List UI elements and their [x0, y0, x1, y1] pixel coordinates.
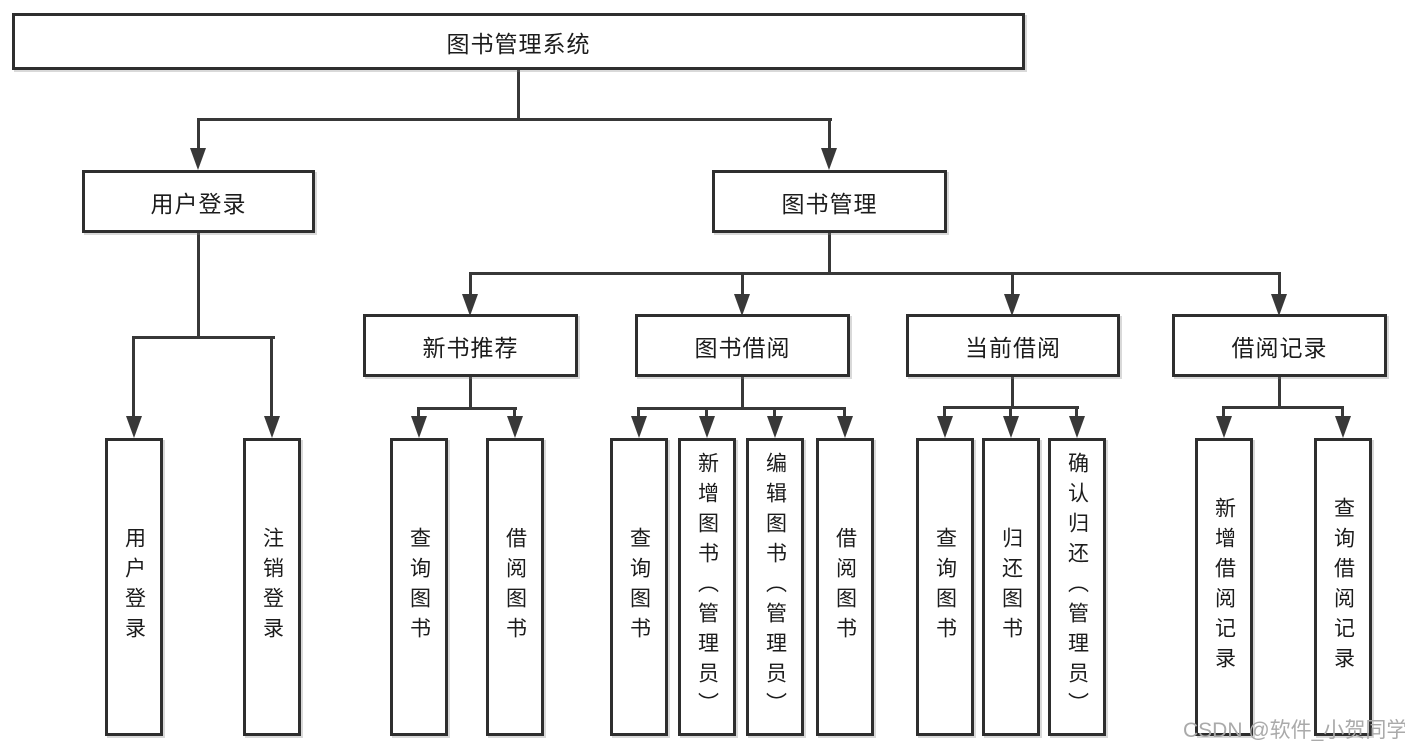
node-label: 当前借阅 — [965, 334, 1061, 361]
arrow-down-icon — [507, 416, 523, 438]
arrow-down-icon — [1335, 416, 1351, 438]
arrow-down-icon — [937, 416, 953, 438]
node-label: 借阅记录 — [1231, 334, 1328, 361]
connector-line — [741, 272, 744, 298]
node-book-borrowing: 图书借阅 — [635, 314, 850, 377]
connector-line — [469, 272, 472, 298]
connector-line — [1278, 272, 1281, 298]
node-label: 编辑图书（管理员） — [763, 452, 787, 722]
connector-line — [132, 336, 275, 339]
arrow-down-icon — [821, 148, 837, 170]
node-label: 注销登录 — [260, 527, 284, 647]
node-label: 新书推荐 — [422, 334, 519, 361]
connector-line — [1341, 406, 1344, 420]
arrow-down-icon — [1004, 294, 1020, 316]
connector-line — [1011, 377, 1014, 409]
connector-line — [469, 272, 1281, 275]
arrow-down-icon — [462, 294, 478, 316]
connector-line — [843, 407, 846, 420]
arrow-down-icon — [1003, 416, 1019, 438]
node-label: 查询借阅记录 — [1331, 497, 1355, 677]
node-label: 用户登录 — [122, 527, 146, 647]
leaf-user-login: 用户登录 — [105, 438, 163, 736]
node-label: 借阅图书 — [833, 527, 857, 647]
node-label: 查询图书 — [933, 527, 957, 647]
connector-line — [197, 118, 832, 121]
arrow-down-icon — [1216, 416, 1232, 438]
connector-line — [417, 407, 517, 410]
connector-line — [828, 233, 831, 275]
connector-line — [132, 336, 135, 420]
node-user-login: 用户登录 — [82, 170, 315, 233]
connector-line — [637, 407, 846, 410]
connector-line — [1075, 406, 1078, 420]
node-book-management: 图书管理 — [712, 170, 947, 233]
node-label: 归还图书 — [999, 527, 1023, 647]
node-new-book-recommendation: 新书推荐 — [363, 314, 578, 377]
node-label: 新增图书（管理员） — [695, 452, 719, 722]
leaf-confirm-return-admin: 确认归还（管理员） — [1048, 438, 1106, 736]
arrow-down-icon — [264, 416, 280, 438]
leaf-return-books: 归还图书 — [982, 438, 1040, 736]
node-current-borrowing: 当前借阅 — [906, 314, 1120, 377]
connector-line — [270, 336, 273, 420]
node-label: 图书管理 — [781, 190, 878, 217]
arrow-down-icon — [126, 416, 142, 438]
arrow-down-icon — [190, 148, 206, 170]
connector-line — [1222, 406, 1225, 420]
arrow-down-icon — [767, 416, 783, 438]
watermark: CSDN @软件_小贺同学 — [1183, 719, 1405, 742]
connector-line — [1009, 406, 1012, 420]
arrow-down-icon — [699, 416, 715, 438]
arrow-down-icon — [837, 416, 853, 438]
connector-line — [513, 407, 516, 420]
arrow-down-icon — [631, 416, 647, 438]
node-label: 图书管理系统 — [446, 30, 591, 57]
node-label: 新增借阅记录 — [1212, 497, 1236, 677]
node-library-system: 图书管理系统 — [12, 13, 1025, 70]
leaf-borrow-books-borrowing: 借阅图书 — [816, 438, 874, 736]
arrow-down-icon — [411, 416, 427, 438]
node-label: 查询图书 — [407, 527, 431, 647]
connector-line — [417, 407, 420, 420]
connector-line — [469, 377, 472, 410]
connector-line — [943, 406, 946, 420]
arrow-down-icon — [734, 294, 750, 316]
connector-line — [197, 118, 200, 152]
node-label: 查询图书 — [627, 527, 651, 647]
connector-line — [773, 407, 776, 420]
connector-line — [741, 377, 744, 410]
connector-line — [197, 233, 200, 339]
leaf-add-borrow-record: 新增借阅记录 — [1195, 438, 1253, 736]
leaf-query-borrow-record: 查询借阅记录 — [1314, 438, 1372, 736]
arrow-down-icon — [1069, 416, 1085, 438]
connector-line — [517, 70, 520, 120]
node-borrowing-records: 借阅记录 — [1172, 314, 1387, 377]
leaf-logout: 注销登录 — [243, 438, 301, 736]
connector-line — [828, 118, 831, 152]
leaf-query-books-borrowing: 查询图书 — [610, 438, 668, 736]
connector-line — [1011, 272, 1014, 298]
leaf-add-book-admin: 新增图书（管理员） — [678, 438, 736, 736]
node-label: 确认归还（管理员） — [1065, 452, 1089, 722]
connector-line — [705, 407, 708, 420]
leaf-borrow-books-recommend: 借阅图书 — [486, 438, 544, 736]
connector-line — [1278, 377, 1281, 409]
arrow-down-icon — [1271, 294, 1287, 316]
node-label: 图书借阅 — [694, 334, 791, 361]
leaf-edit-book-admin: 编辑图书（管理员） — [746, 438, 804, 736]
connector-line — [637, 407, 640, 420]
leaf-query-books-current: 查询图书 — [916, 438, 974, 736]
connector-line — [1222, 406, 1344, 409]
node-label: 用户登录 — [150, 190, 247, 217]
node-label: 借阅图书 — [503, 527, 527, 647]
leaf-query-books-recommend: 查询图书 — [390, 438, 448, 736]
